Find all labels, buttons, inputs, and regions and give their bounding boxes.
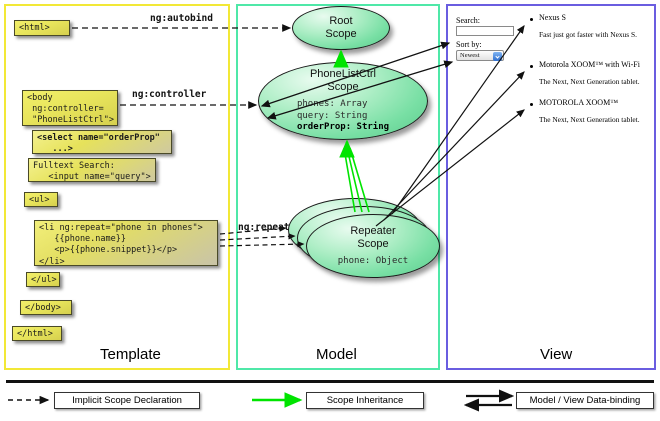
code-box-ul-close: </ul> <box>26 272 60 287</box>
code-box-html-open: <html> <box>14 20 70 36</box>
connector-label-ng-controller: ng:controller <box>132 89 207 100</box>
code-box-body-open: <body ng:controller= "PhoneListCtrl"> <box>22 90 118 126</box>
panel-model <box>236 4 440 370</box>
view-phone-snippet: The Next, Next Generation tablet. <box>539 115 640 124</box>
legend-label-implicit-scope-declaration: Implicit Scope Declaration <box>54 392 200 409</box>
code-box-search: Fulltext Search: <input name="query"> <box>28 158 156 182</box>
view-sort-select[interactable]: Newest <box>456 50 504 61</box>
code-box-body-close: </body> <box>20 300 72 315</box>
code-box-select: <select name="orderProp" ...> <box>32 130 172 154</box>
list-bullet-icon <box>530 18 533 21</box>
scope-repeater-props: phone: Object <box>337 255 409 266</box>
legend-label-scope-inheritance: Scope Inheritance <box>306 392 424 409</box>
scope-phonelistctrl-props: phones: Array query: String orderProp: S… <box>296 98 390 133</box>
view-phone-snippet: The Next, Next Generation tablet. <box>539 77 640 86</box>
code-box-html-close: </html> <box>12 326 62 341</box>
panel-template <box>4 4 230 370</box>
panel-label-view: View <box>540 346 573 363</box>
view-sort-select-value: Newest <box>460 52 480 59</box>
view-sort-label: Sort by: <box>456 40 482 49</box>
code-box-ul-open: <ul> <box>24 192 58 207</box>
code-box-li-repeat: <li ng:repeat="phone in phones"> {{phone… <box>34 220 218 267</box>
view-phone-name: MOTOROLA XOOM™ <box>539 98 619 107</box>
connector-label-ng-autobind: ng:autobind <box>150 13 213 24</box>
view-search-input[interactable] <box>456 26 514 36</box>
view-search-label: Search: <box>456 16 480 25</box>
panel-label-model: Model <box>316 346 357 363</box>
connector-label-ng-repeat: ng:repeat <box>238 222 290 233</box>
chevron-down-icon <box>493 52 502 61</box>
panel-label-template: Template <box>100 346 161 363</box>
list-bullet-icon <box>530 65 533 68</box>
legend-divider <box>6 380 654 383</box>
view-phone-name: Motorola XOOM™ with Wi-Fi <box>539 60 640 69</box>
legend-label-model-view-data-binding: Model / View Data-binding <box>516 392 654 409</box>
list-bullet-icon <box>530 103 533 106</box>
view-phone-snippet: Fast just got faster with Nexus S. <box>539 30 637 39</box>
view-phone-name: Nexus S <box>539 13 566 22</box>
